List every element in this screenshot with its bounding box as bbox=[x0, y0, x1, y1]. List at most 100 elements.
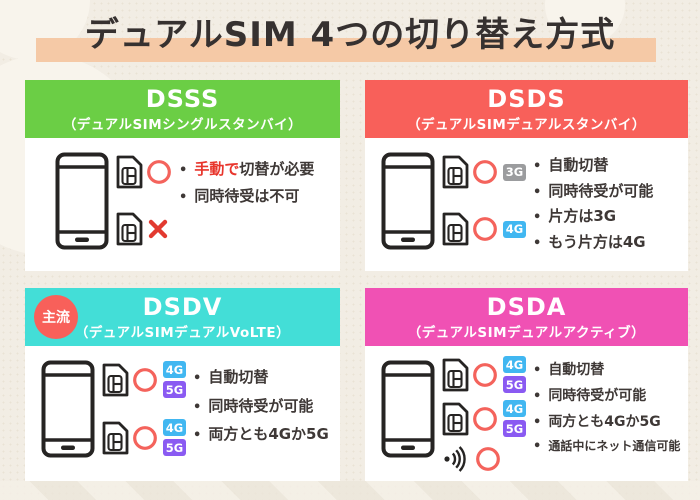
title-area: デュアルSIM 4つの切り替え方式 bbox=[0, 6, 700, 68]
bullet-text: 片方は3G bbox=[548, 207, 617, 226]
ok-circle-icon bbox=[473, 217, 497, 241]
feature-bullet: •通話中にネット通信可能 bbox=[533, 439, 680, 455]
panel-dsss: DSSS （デュアルSIMシングルスタンバイ） • 手動で切替が必要 • 同時待受は不… bbox=[25, 80, 340, 271]
phone-icon bbox=[41, 360, 95, 458]
bullet-text: 自動切替 bbox=[548, 156, 609, 174]
sim-card-icon bbox=[442, 212, 469, 246]
4g-badge: 4G bbox=[163, 361, 186, 378]
bottom-stripe-pattern bbox=[0, 481, 700, 500]
sim-card-icon bbox=[102, 363, 129, 396]
4g-badge: 4G bbox=[503, 400, 526, 417]
panel-dsds-title: DSDS bbox=[487, 85, 566, 113]
bullet-text: 自動切替 bbox=[208, 368, 269, 386]
sim-card-icon bbox=[442, 402, 469, 435]
ok-circle-icon bbox=[473, 160, 497, 184]
phone-icon bbox=[381, 360, 435, 458]
bullet-dot: • bbox=[533, 414, 542, 430]
3g-badge: 3G bbox=[503, 163, 526, 181]
bullet-text: もう片方は4G bbox=[548, 232, 646, 251]
bullet-text: 同時待受が可能 bbox=[548, 181, 654, 200]
sim-card-icon bbox=[442, 358, 469, 391]
ok-circle-icon bbox=[473, 362, 497, 387]
mainstream-badge: 主流 bbox=[34, 295, 78, 339]
bullet-dot: • bbox=[179, 189, 188, 205]
bullet-dot: • bbox=[533, 439, 542, 455]
ok-circle-icon bbox=[133, 425, 157, 450]
bullet-dot: • bbox=[193, 371, 202, 386]
bullet-dot: • bbox=[533, 235, 542, 251]
bullet-text: 切替が必要 bbox=[239, 160, 315, 178]
bullet-text: 自動切替 bbox=[548, 362, 605, 378]
signal-row bbox=[442, 444, 526, 474]
panel-dsda-subtitle: （デュアルSIMデュアルアクティブ） bbox=[407, 325, 646, 342]
sim-column: 3G 4G bbox=[442, 155, 526, 246]
ok-circle-icon bbox=[147, 160, 171, 184]
bullet-text: 両方とも4Gか5G bbox=[548, 413, 661, 430]
bullet-text: 同時待受が可能 bbox=[548, 387, 647, 404]
panel-dsds-header: DSDS （デュアルSIMデュアルスタンバイ） bbox=[365, 80, 688, 138]
bullet-dot: • bbox=[179, 163, 188, 178]
sim-card-icon bbox=[116, 212, 143, 246]
sim-card-icon bbox=[102, 421, 129, 454]
sim-row: 4G bbox=[442, 212, 526, 246]
bullet-dot: • bbox=[533, 184, 542, 200]
5g-badge: 5G bbox=[503, 420, 526, 437]
panels-grid: DSSS （デュアルSIMシングルスタンバイ） • 手動で切替が必要 • 同時待受は不… bbox=[25, 80, 688, 481]
panel-dsss-header: DSSS （デュアルSIMシングルスタンバイ） bbox=[25, 80, 340, 138]
feature-list: •自動切替•同時待受が可能•両方とも4Gか5G•通話中にネット通信可能 bbox=[533, 362, 680, 455]
feature-bullet: • 同時待受が可能 bbox=[193, 397, 329, 416]
panel-dsdv-title: DSDV bbox=[142, 293, 223, 321]
bullet-dot: • bbox=[533, 159, 542, 174]
bullet-text: 同時待受が可能 bbox=[208, 396, 314, 415]
panel-dsds-body: 3G 4G • 自動切替 • 同時待受が可能 • 片方は3G • もう片方は4G bbox=[365, 138, 688, 271]
feature-bullet: •同時待受が可能 bbox=[533, 388, 680, 405]
feature-bullet: • 手動で切替が必要 bbox=[179, 160, 314, 179]
panel-dsss-title: DSSS bbox=[145, 85, 220, 113]
feature-bullet: • 自動切替 bbox=[533, 362, 680, 379]
5g-badge: 5G bbox=[163, 439, 186, 456]
bullet-text: 両方とも4Gか5G bbox=[208, 425, 329, 444]
phone-icon bbox=[55, 152, 109, 254]
phone-icon bbox=[381, 152, 435, 254]
ok-circle-icon bbox=[133, 367, 157, 392]
highlighted-text: 手動で bbox=[194, 160, 240, 178]
panel-dsds: DSDS （デュアルSIMデュアルスタンバイ） 3G 4G • 自動切替 • 同時待受… bbox=[365, 80, 688, 271]
bullet-dot: • bbox=[193, 399, 202, 415]
phone-icon bbox=[381, 360, 435, 462]
feature-bullet: • 同時待受が可能 bbox=[533, 182, 653, 201]
title-highlight bbox=[36, 38, 656, 62]
feature-bullet: • もう片方は4G bbox=[533, 233, 653, 252]
feature-bullet: • 自動切替 bbox=[533, 156, 653, 175]
network-badge-stack: 4G bbox=[503, 220, 526, 238]
bullet-dot: • bbox=[193, 428, 202, 444]
bullet-dot: • bbox=[533, 210, 542, 226]
panel-dsdv-header: 主流 DSDV （デュアルSIMデュアルVoLTE） bbox=[25, 288, 340, 346]
panel-dsda-header: DSDA （デュアルSIMデュアルアクティブ） bbox=[365, 288, 688, 346]
feature-list: • 自動切替 • 同時待受が可能 • 片方は3G • もう片方は4G bbox=[533, 156, 653, 251]
feature-list: • 自動切替 • 同時待受が可能 • 両方とも4Gか5G bbox=[193, 368, 329, 444]
5g-badge: 5G bbox=[163, 381, 186, 398]
panel-dsss-subtitle: （デュアルSIMシングルスタンバイ） bbox=[62, 117, 303, 134]
page-title: デュアルSIM 4つの切り替え方式 bbox=[84, 15, 616, 55]
panel-dsds-subtitle: （デュアルSIMデュアルスタンバイ） bbox=[407, 117, 646, 134]
bullet-text: 同時待受は不可 bbox=[194, 186, 300, 205]
phone-icon bbox=[41, 360, 95, 462]
phone-icon bbox=[381, 152, 435, 250]
feature-bullet: • 同時待受は不可 bbox=[179, 187, 314, 206]
panel-dsss-body: • 手動で切替が必要 • 同時待受は不可 bbox=[25, 138, 340, 271]
sim-card-icon bbox=[442, 155, 469, 189]
feature-bullet: • 両方とも4Gか5G bbox=[193, 425, 329, 444]
sim-card-icon bbox=[116, 155, 143, 189]
bullet-dot: • bbox=[533, 363, 542, 378]
